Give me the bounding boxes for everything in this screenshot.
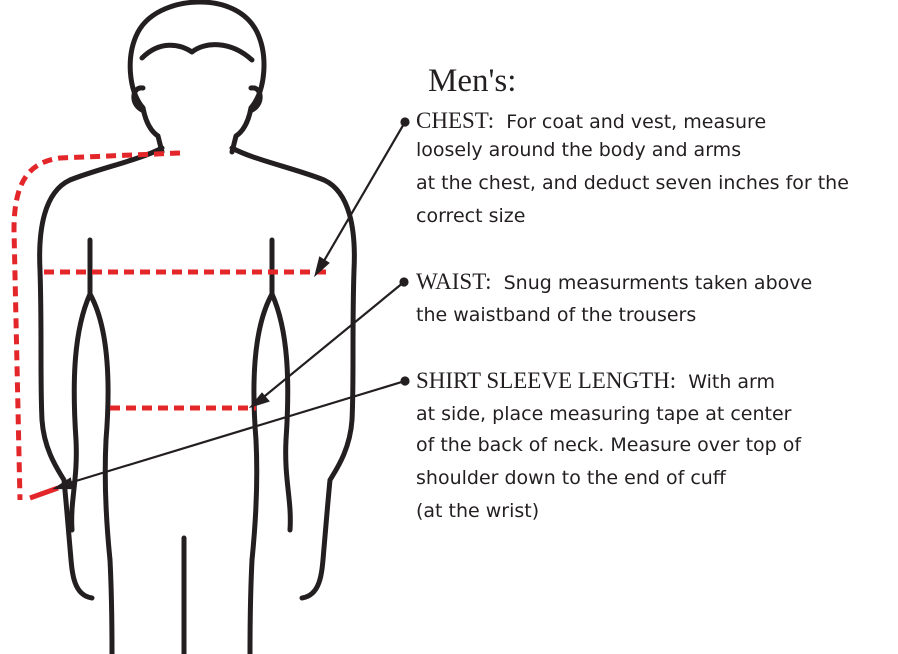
face-outline [143,108,251,152]
waist-text-1: Snug measurments taken above [504,272,813,294]
waist-pointer-dot [401,279,408,286]
chest-text-3: at the chest, and deduct seven inches fo… [416,170,849,196]
sleeve-heading: SHIRT SLEEVE LENGTH: [416,368,676,393]
chest-text-1: For coat and vest, measure [506,111,766,133]
chest-pointer-line [321,122,405,266]
torso-outline [40,148,355,598]
chest-text-4: correct size [416,203,525,229]
chest-heading: CHEST: [416,108,494,133]
waist-line-1: WAIST: Snug measurments taken above [416,269,812,296]
arm-line-left [72,240,110,560]
sleeve-line-1: SHIRT SLEEVE LENGTH: With arm [416,368,775,395]
sleeve-text-2: at side, place measuring tape at center [416,401,791,427]
waist-pointer-line [260,282,404,400]
legs-outline [110,538,252,654]
sleeve-text-1: With arm [688,371,775,393]
sleeve-pointer-dot [402,378,409,385]
cuff-measure-segment [30,488,58,498]
sleeve-pointer-line [66,381,405,484]
waist-heading: WAIST: [416,269,492,294]
diagram-title: Men's: [428,62,516,100]
chest-text-2: loosely around the body and arms [416,137,741,163]
sleeve-text-5: (at the wrist) [416,498,539,524]
sleeve-text-4: shoulder down to the end of cuff [416,465,726,491]
chest-pointer-dot [402,119,409,126]
waist-text-2: the waistband of the trousers [416,302,696,328]
sleeve-text-3: of the back of neck. Measure over top of [416,432,801,458]
chest-line-1: CHEST: For coat and vest, measure [416,108,766,135]
hairline [142,45,252,60]
